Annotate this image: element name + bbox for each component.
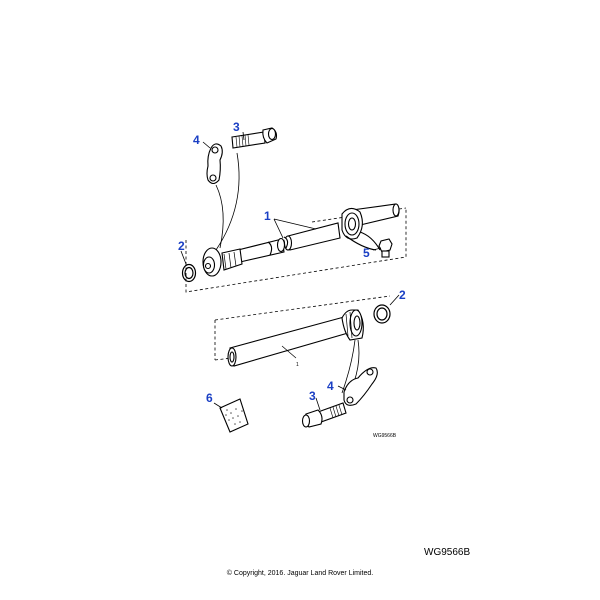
bottom-strap xyxy=(343,367,378,406)
callout-right-ring: 2 xyxy=(399,288,406,302)
top-strap xyxy=(206,143,223,185)
drawing-id: WG9566B xyxy=(424,547,471,558)
top-bolt xyxy=(231,127,278,149)
nut xyxy=(378,238,393,258)
nut-leader xyxy=(372,247,382,251)
top-leader-lines xyxy=(215,152,240,251)
right-sealing-ring xyxy=(373,304,391,324)
callout-top-bolt: 3 xyxy=(233,120,240,134)
callout-bottom-strap: 4 xyxy=(327,379,334,393)
callout-top-strap: 4 xyxy=(193,133,200,147)
callout-labels: 3 4 1 2 5 2 1 4 3 6 xyxy=(178,120,406,405)
callout-grease-pack: 6 xyxy=(206,391,213,405)
callout-left-ring: 2 xyxy=(178,239,185,253)
rear-propshaft xyxy=(227,309,364,367)
front-propshaft xyxy=(202,203,400,277)
callout-shaft-front: 1 xyxy=(264,209,271,223)
callout-bottom-bolt: 3 xyxy=(309,389,316,403)
copyright-notice: © Copyright, 2016. Jaguar Land Rover Lim… xyxy=(226,570,374,577)
callout-nut: 5 xyxy=(363,246,370,260)
callout-shaft-rear: 1 xyxy=(296,362,299,368)
small-drawing-ref: WG9566B xyxy=(373,433,397,439)
rear-shaft-leader xyxy=(281,345,297,359)
left-sealing-ring xyxy=(181,263,197,283)
bottom-bolt xyxy=(301,402,347,428)
callout-leaders xyxy=(180,131,400,411)
grease-pack xyxy=(219,398,249,433)
